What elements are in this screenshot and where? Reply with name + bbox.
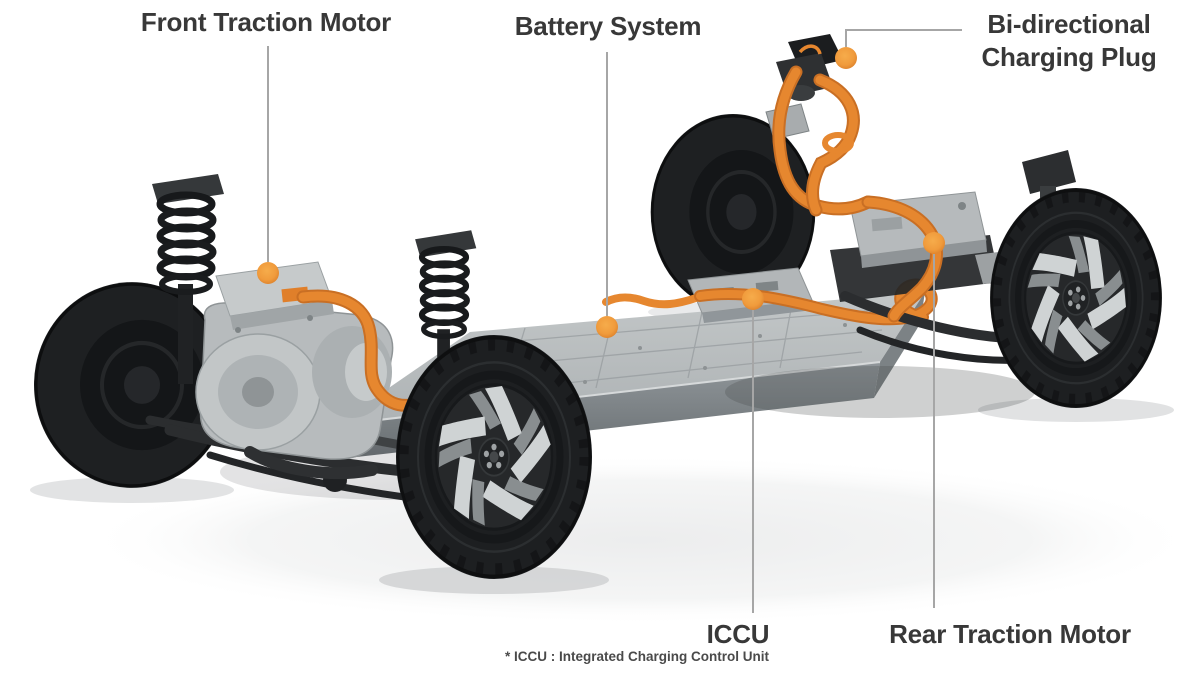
callout-dot-front-traction-motor (257, 262, 279, 284)
label-iccu: ICCU (706, 619, 770, 649)
callout-dot-charging-plug (835, 47, 857, 69)
callout-dot-iccu (742, 288, 764, 310)
label-front-traction-motor: Front Traction Motor (140, 7, 392, 37)
callout-dot-battery-system (596, 316, 618, 338)
ground-shadow (80, 455, 1200, 625)
label-battery-system: Battery System (514, 11, 702, 41)
label-rear-traction-motor: Rear Traction Motor (889, 619, 1131, 649)
callout-dot-rear-traction-motor (923, 232, 945, 254)
front-wheel-near (396, 335, 592, 579)
rear-hv-cables (772, 65, 943, 323)
front-traction-motor-unit (195, 261, 394, 480)
leader-line-charging-plug (845, 29, 962, 47)
label-bi-directional-charging-plug: Bi-directional Charging Plug (981, 9, 1157, 72)
footnote-iccu-definition: * ICCU : Integrated Charging Control Uni… (505, 649, 769, 664)
